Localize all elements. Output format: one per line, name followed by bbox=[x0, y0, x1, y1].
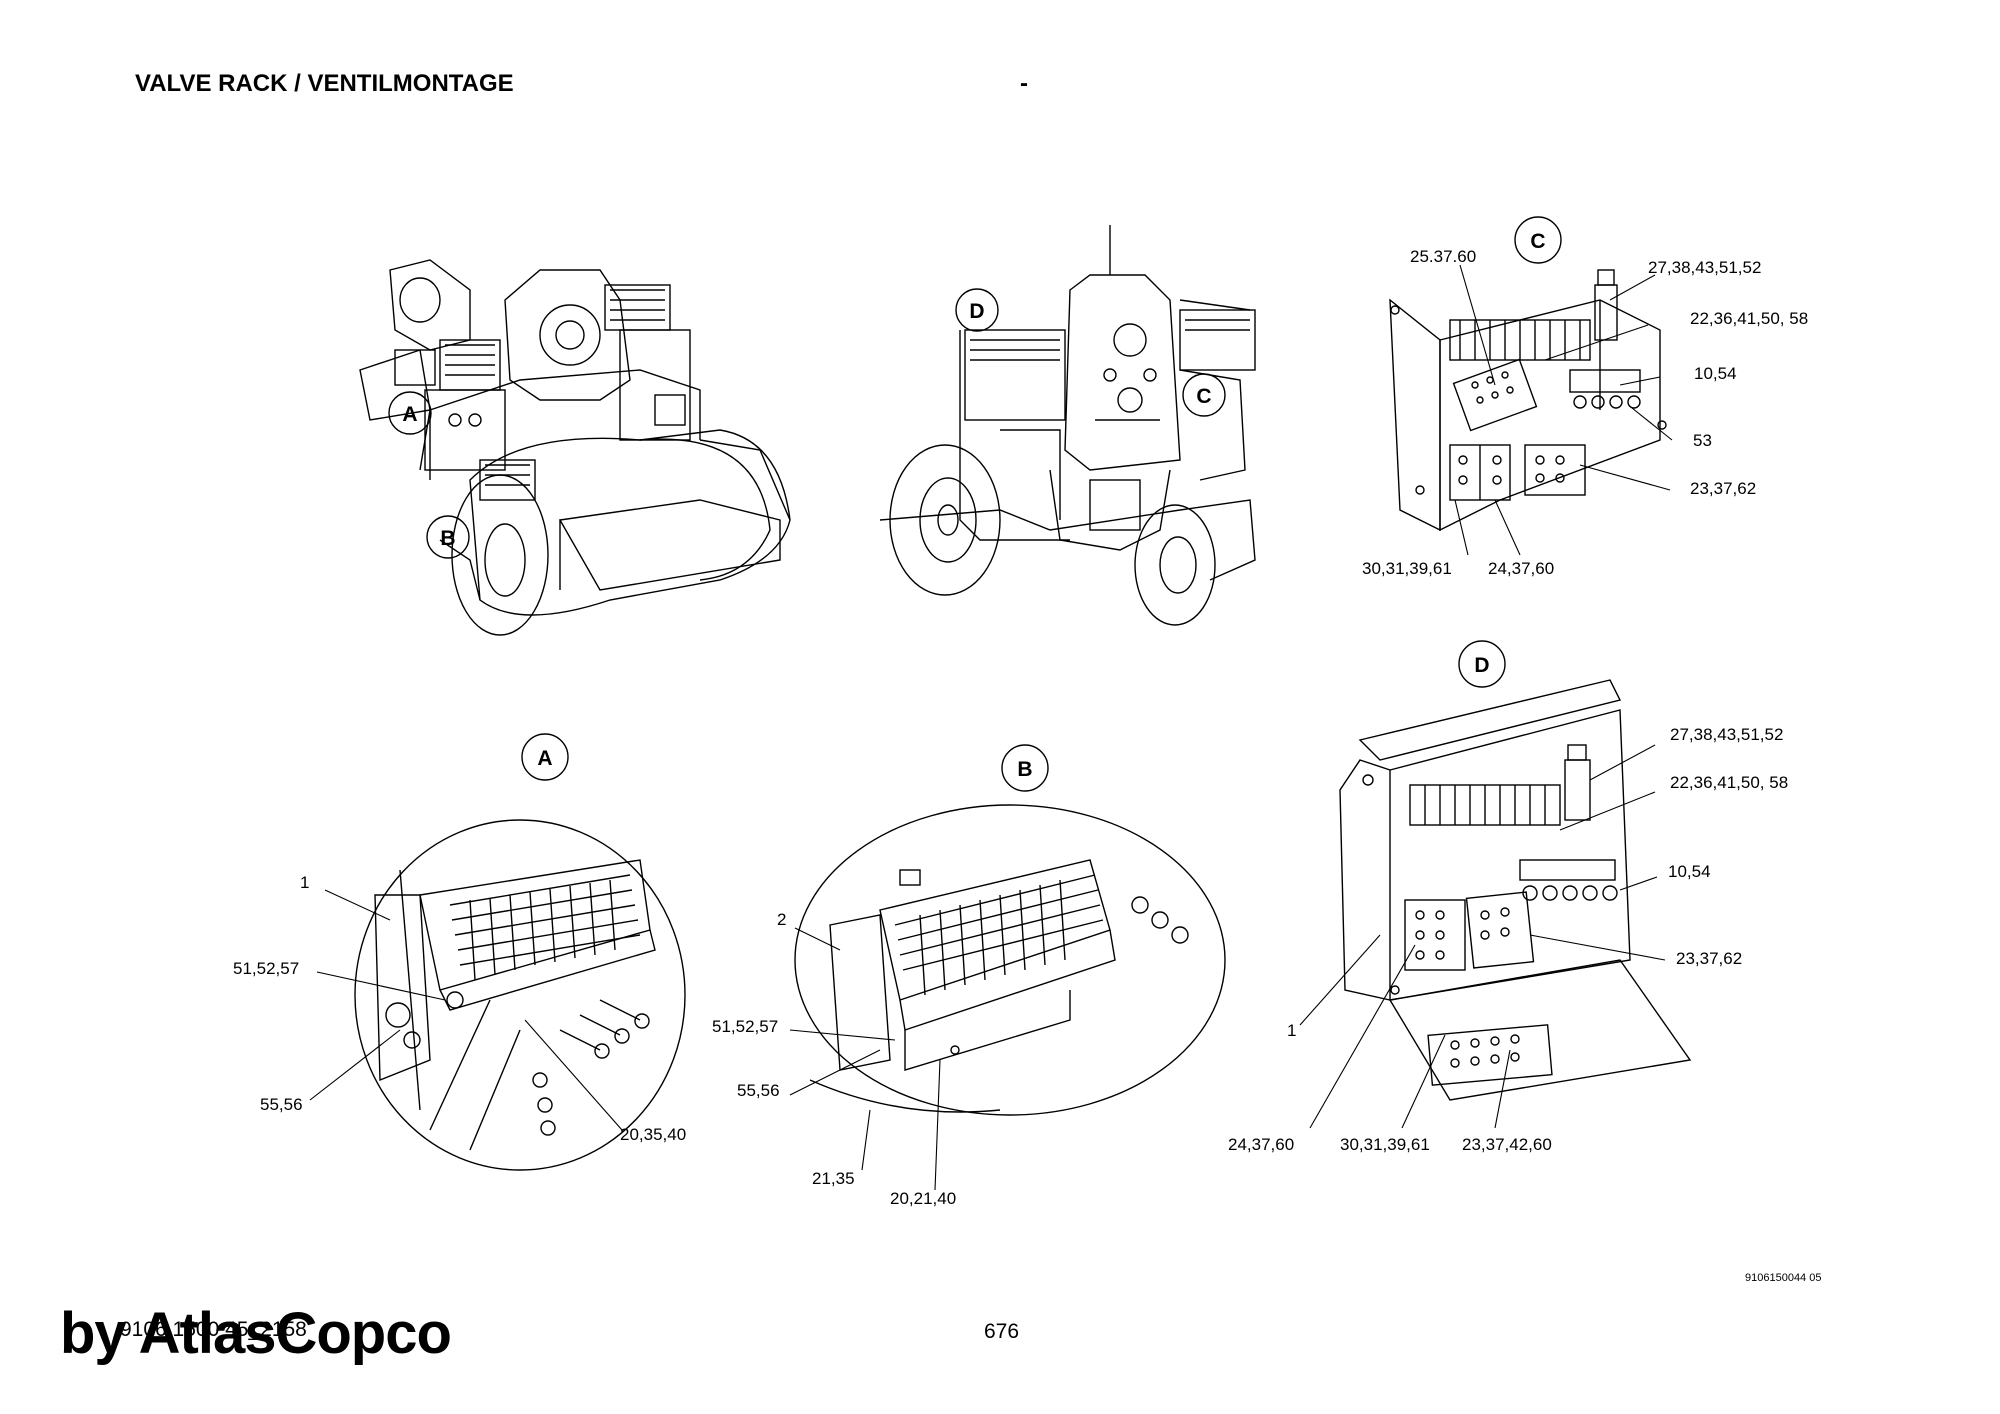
part-label-a-3: 55,56 bbox=[260, 1095, 303, 1114]
part-label-b-2: 51,52,57 bbox=[712, 1017, 778, 1036]
callout-c-overview bbox=[1182, 373, 1226, 417]
callout-d-detail-label: D bbox=[1474, 654, 1489, 677]
machine-overview-rear bbox=[359, 259, 791, 636]
callout-a-overview bbox=[388, 391, 432, 435]
part-label-c-3: 22,36,41,50, 58 bbox=[1690, 309, 1808, 328]
part-label-b-3: 55,56 bbox=[737, 1081, 780, 1100]
callout-b-overview-label: B bbox=[440, 527, 455, 550]
callout-d-overview bbox=[955, 288, 999, 332]
callout-c-overview-label: C bbox=[1196, 385, 1211, 408]
part-label-d-8: 23,37,42,60 bbox=[1462, 1135, 1552, 1154]
callout-b-overview bbox=[426, 515, 470, 559]
machine-overview-front bbox=[879, 225, 1256, 626]
detail-d-drawing bbox=[1339, 679, 1692, 1101]
part-label-b-4: 21,35 bbox=[812, 1169, 855, 1188]
callout-c-detail-label: C bbox=[1530, 230, 1545, 253]
header-dash: - bbox=[1020, 70, 1028, 97]
detail-c-drawing bbox=[1389, 269, 1667, 532]
part-label-a-1: 1 bbox=[300, 873, 309, 892]
part-label-d-2: 22,36,41,50, 58 bbox=[1670, 773, 1788, 792]
detail-b-drawing bbox=[794, 804, 1226, 1116]
part-label-c-7: 30,31,39,61 bbox=[1362, 559, 1452, 578]
part-label-c-1: 25.37.60 bbox=[1410, 247, 1476, 266]
part-label-c-6: 23,37,62 bbox=[1690, 479, 1756, 498]
page-title: VALVE RACK / VENTILMONTAGE bbox=[135, 70, 514, 97]
part-label-d-1: 27,38,43,51,52 bbox=[1670, 725, 1783, 744]
page-number: 676 bbox=[984, 1320, 1020, 1343]
part-label-c-5: 53 bbox=[1693, 431, 1712, 450]
part-label-c-8: 24,37,60 bbox=[1488, 559, 1554, 578]
callout-b-detail-label: B bbox=[1017, 758, 1032, 781]
part-label-c-4: 10,54 bbox=[1694, 364, 1737, 383]
document-reference: 9106 1500 45_2158 bbox=[120, 1318, 307, 1341]
watermark-text: by AtlasCopco bbox=[60, 1301, 452, 1366]
callout-b-detail bbox=[1001, 744, 1049, 792]
leader-lines bbox=[309, 264, 1673, 1191]
callout-d-detail bbox=[1458, 640, 1506, 688]
part-label-b-1: 2 bbox=[777, 910, 786, 929]
part-label-c-2: 27,38,43,51,52 bbox=[1648, 258, 1761, 277]
callout-a-detail bbox=[521, 733, 569, 781]
part-label-d-4: 23,37,62 bbox=[1676, 949, 1742, 968]
part-label-d-5: 1 bbox=[1287, 1021, 1296, 1040]
callout-d-overview-label: D bbox=[969, 300, 984, 323]
callout-a-overview-label: A bbox=[402, 403, 417, 426]
part-label-d-7: 30,31,39,61 bbox=[1340, 1135, 1430, 1154]
part-label-d-6: 24,37,60 bbox=[1228, 1135, 1294, 1154]
callout-c-detail bbox=[1514, 216, 1562, 264]
part-label-a-4: 20,35,40 bbox=[620, 1125, 686, 1144]
drawing-number: 9106150044 05 bbox=[1745, 1272, 1822, 1284]
callout-a-detail-label: A bbox=[537, 747, 552, 770]
detail-a-drawing bbox=[354, 819, 686, 1171]
part-label-b-5: 20,21,40 bbox=[890, 1189, 956, 1208]
part-label-d-3: 10,54 bbox=[1668, 862, 1711, 881]
part-label-a-2: 51,52,57 bbox=[233, 959, 299, 978]
